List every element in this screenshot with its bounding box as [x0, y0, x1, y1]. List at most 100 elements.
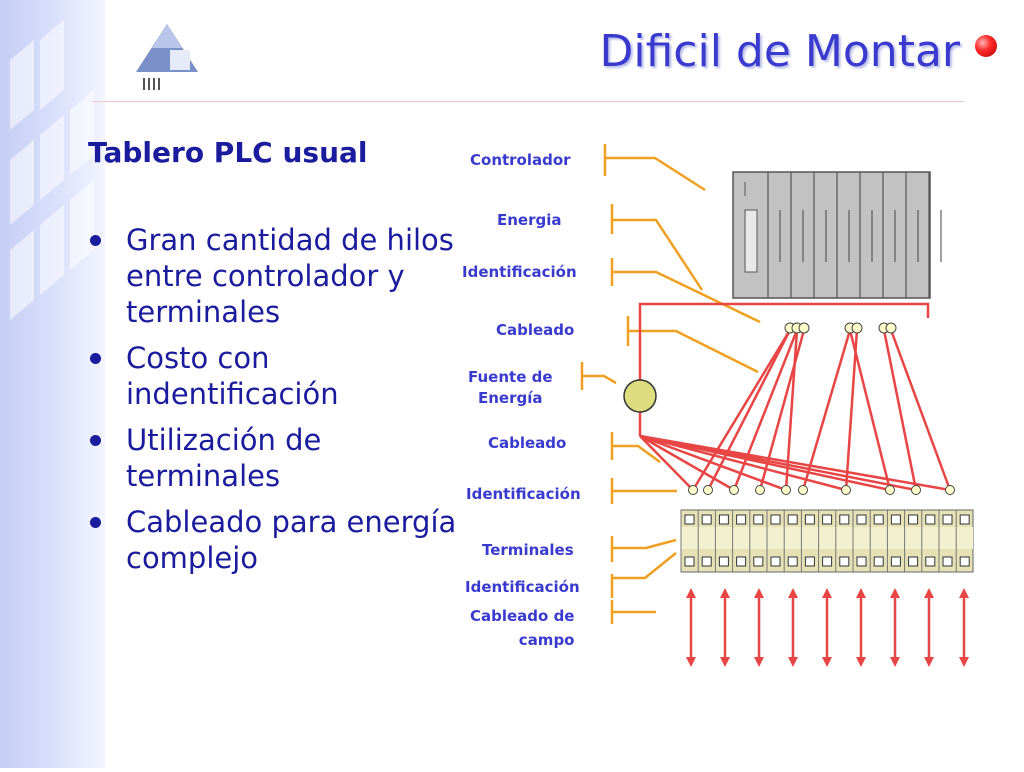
- label-pointers: [580, 144, 761, 624]
- label-fuente-line1: Fuente de: [468, 368, 553, 386]
- terminal-screw: [925, 514, 936, 525]
- bullet-text: Utilización de terminales: [126, 423, 322, 493]
- arrow-up-icon: [924, 588, 934, 598]
- arrow-up-icon: [890, 588, 900, 598]
- terminal-screw: [701, 514, 712, 525]
- controller-to-terminal-wire: [691, 329, 792, 491]
- bullet-item: Costo con indentificación: [88, 340, 478, 412]
- arrow-up-icon: [754, 588, 764, 598]
- title-divider: [92, 101, 964, 102]
- connection-dot: [781, 485, 791, 495]
- terminal-screw: [822, 514, 833, 525]
- bullet-dot-icon: [90, 435, 101, 446]
- terminal-screw: [839, 514, 850, 525]
- controller-to-terminal-wire: [706, 329, 792, 491]
- arrow-up-icon: [788, 588, 798, 598]
- label-campo-line2: campo: [518, 631, 575, 649]
- connection-dot: [851, 322, 863, 334]
- label-fuente-de-energia: Fuente de Energía: [468, 367, 553, 409]
- terminal-screw: [804, 556, 815, 567]
- terminal-screw: [753, 514, 764, 525]
- logo: [132, 20, 202, 96]
- arrow-up-icon: [720, 588, 730, 598]
- connection-dot: [885, 485, 895, 495]
- terminal-screw: [701, 556, 712, 567]
- connection-dot: [841, 485, 851, 495]
- arrow-up-icon: [959, 588, 969, 598]
- terminal-screw: [890, 514, 901, 525]
- terminal-screw: [770, 556, 781, 567]
- connection-dot: [945, 485, 955, 495]
- terminal-screw: [804, 514, 815, 525]
- label-identificacion-1: Identificación: [462, 263, 577, 281]
- window-pattern: [10, 20, 94, 320]
- controller-connection-points: [784, 322, 897, 334]
- power-source: [623, 379, 657, 413]
- slide-subtitle: Tablero PLC usual: [88, 136, 368, 169]
- arrow-down-icon: [856, 657, 866, 667]
- controller-to-terminal-wire: [848, 329, 892, 491]
- terminal-screw: [753, 556, 764, 567]
- arrow-down-icon: [924, 657, 934, 667]
- terminal-screw: [942, 556, 953, 567]
- terminal-screw: [684, 514, 695, 525]
- terminal-screw: [925, 556, 936, 567]
- arrow-down-icon: [959, 657, 969, 667]
- arrow-up-icon: [686, 588, 696, 598]
- label-identificacion-3: Identificación: [465, 578, 580, 596]
- terminal-screw: [684, 556, 695, 567]
- label-identificacion-2: Identificación: [466, 485, 581, 503]
- decorative-left-band: [0, 0, 105, 768]
- connection-dot: [798, 485, 808, 495]
- arrow-down-icon: [720, 657, 730, 667]
- slide-title: Dificil de Montar: [599, 26, 960, 77]
- controller-to-terminal-wire: [889, 329, 952, 491]
- terminal-screw: [959, 556, 970, 567]
- label-fuente-line2: Energía: [478, 389, 543, 407]
- bullet-dot-icon: [90, 235, 101, 246]
- controller-to-terminal-wire: [801, 329, 852, 491]
- terminal-screw: [718, 514, 729, 525]
- connection-dot: [729, 485, 739, 495]
- connection-dot: [911, 485, 921, 495]
- terminal-screw: [856, 514, 867, 525]
- arrow-down-icon: [754, 657, 764, 667]
- terminal-screw: [890, 556, 901, 567]
- power-wire: [639, 434, 735, 492]
- terminal-connection-points: [688, 485, 955, 495]
- bullet-text: Costo con indentificación: [126, 341, 339, 411]
- red-ball-icon: [975, 35, 997, 57]
- label-energia: Energia: [497, 211, 562, 229]
- plc-controller-rack: [732, 171, 942, 299]
- bullet-dot-icon: [90, 353, 101, 364]
- bullet-item: Cableado para energía complejo: [88, 504, 478, 576]
- bullet-list: Gran cantidad de hilos entre controlador…: [88, 222, 478, 586]
- terminal-screw: [822, 556, 833, 567]
- terminal-screw: [736, 556, 747, 567]
- arrow-up-icon: [822, 588, 832, 598]
- connection-dot: [755, 485, 765, 495]
- wiring: [638, 302, 952, 492]
- terminal-screw: [908, 556, 919, 567]
- arrow-down-icon: [890, 657, 900, 667]
- arrow-up-icon: [856, 588, 866, 598]
- terminal-screw: [770, 514, 781, 525]
- terminal-screw: [787, 514, 798, 525]
- terminal-screw: [856, 556, 867, 567]
- label-controlador: Controlador: [470, 151, 571, 169]
- connection-dot: [885, 322, 897, 334]
- bullet-item: Utilización de terminales: [88, 422, 478, 494]
- terminal-screw: [908, 514, 919, 525]
- controller-to-terminal-wire: [882, 329, 918, 491]
- power-wire: [639, 435, 694, 491]
- label-campo-line1: Cableado de: [470, 607, 575, 625]
- controller-to-terminal-wire: [784, 329, 799, 491]
- power-wire: [639, 434, 951, 492]
- field-wiring-arrows: [686, 588, 969, 667]
- power-wire: [639, 434, 847, 492]
- bullet-item: Gran cantidad de hilos entre controlador…: [88, 222, 478, 330]
- power-wire: [639, 434, 787, 492]
- bullet-text: Cableado para energía complejo: [126, 505, 457, 575]
- bullet-dot-icon: [90, 517, 101, 528]
- connection-dot: [798, 322, 810, 334]
